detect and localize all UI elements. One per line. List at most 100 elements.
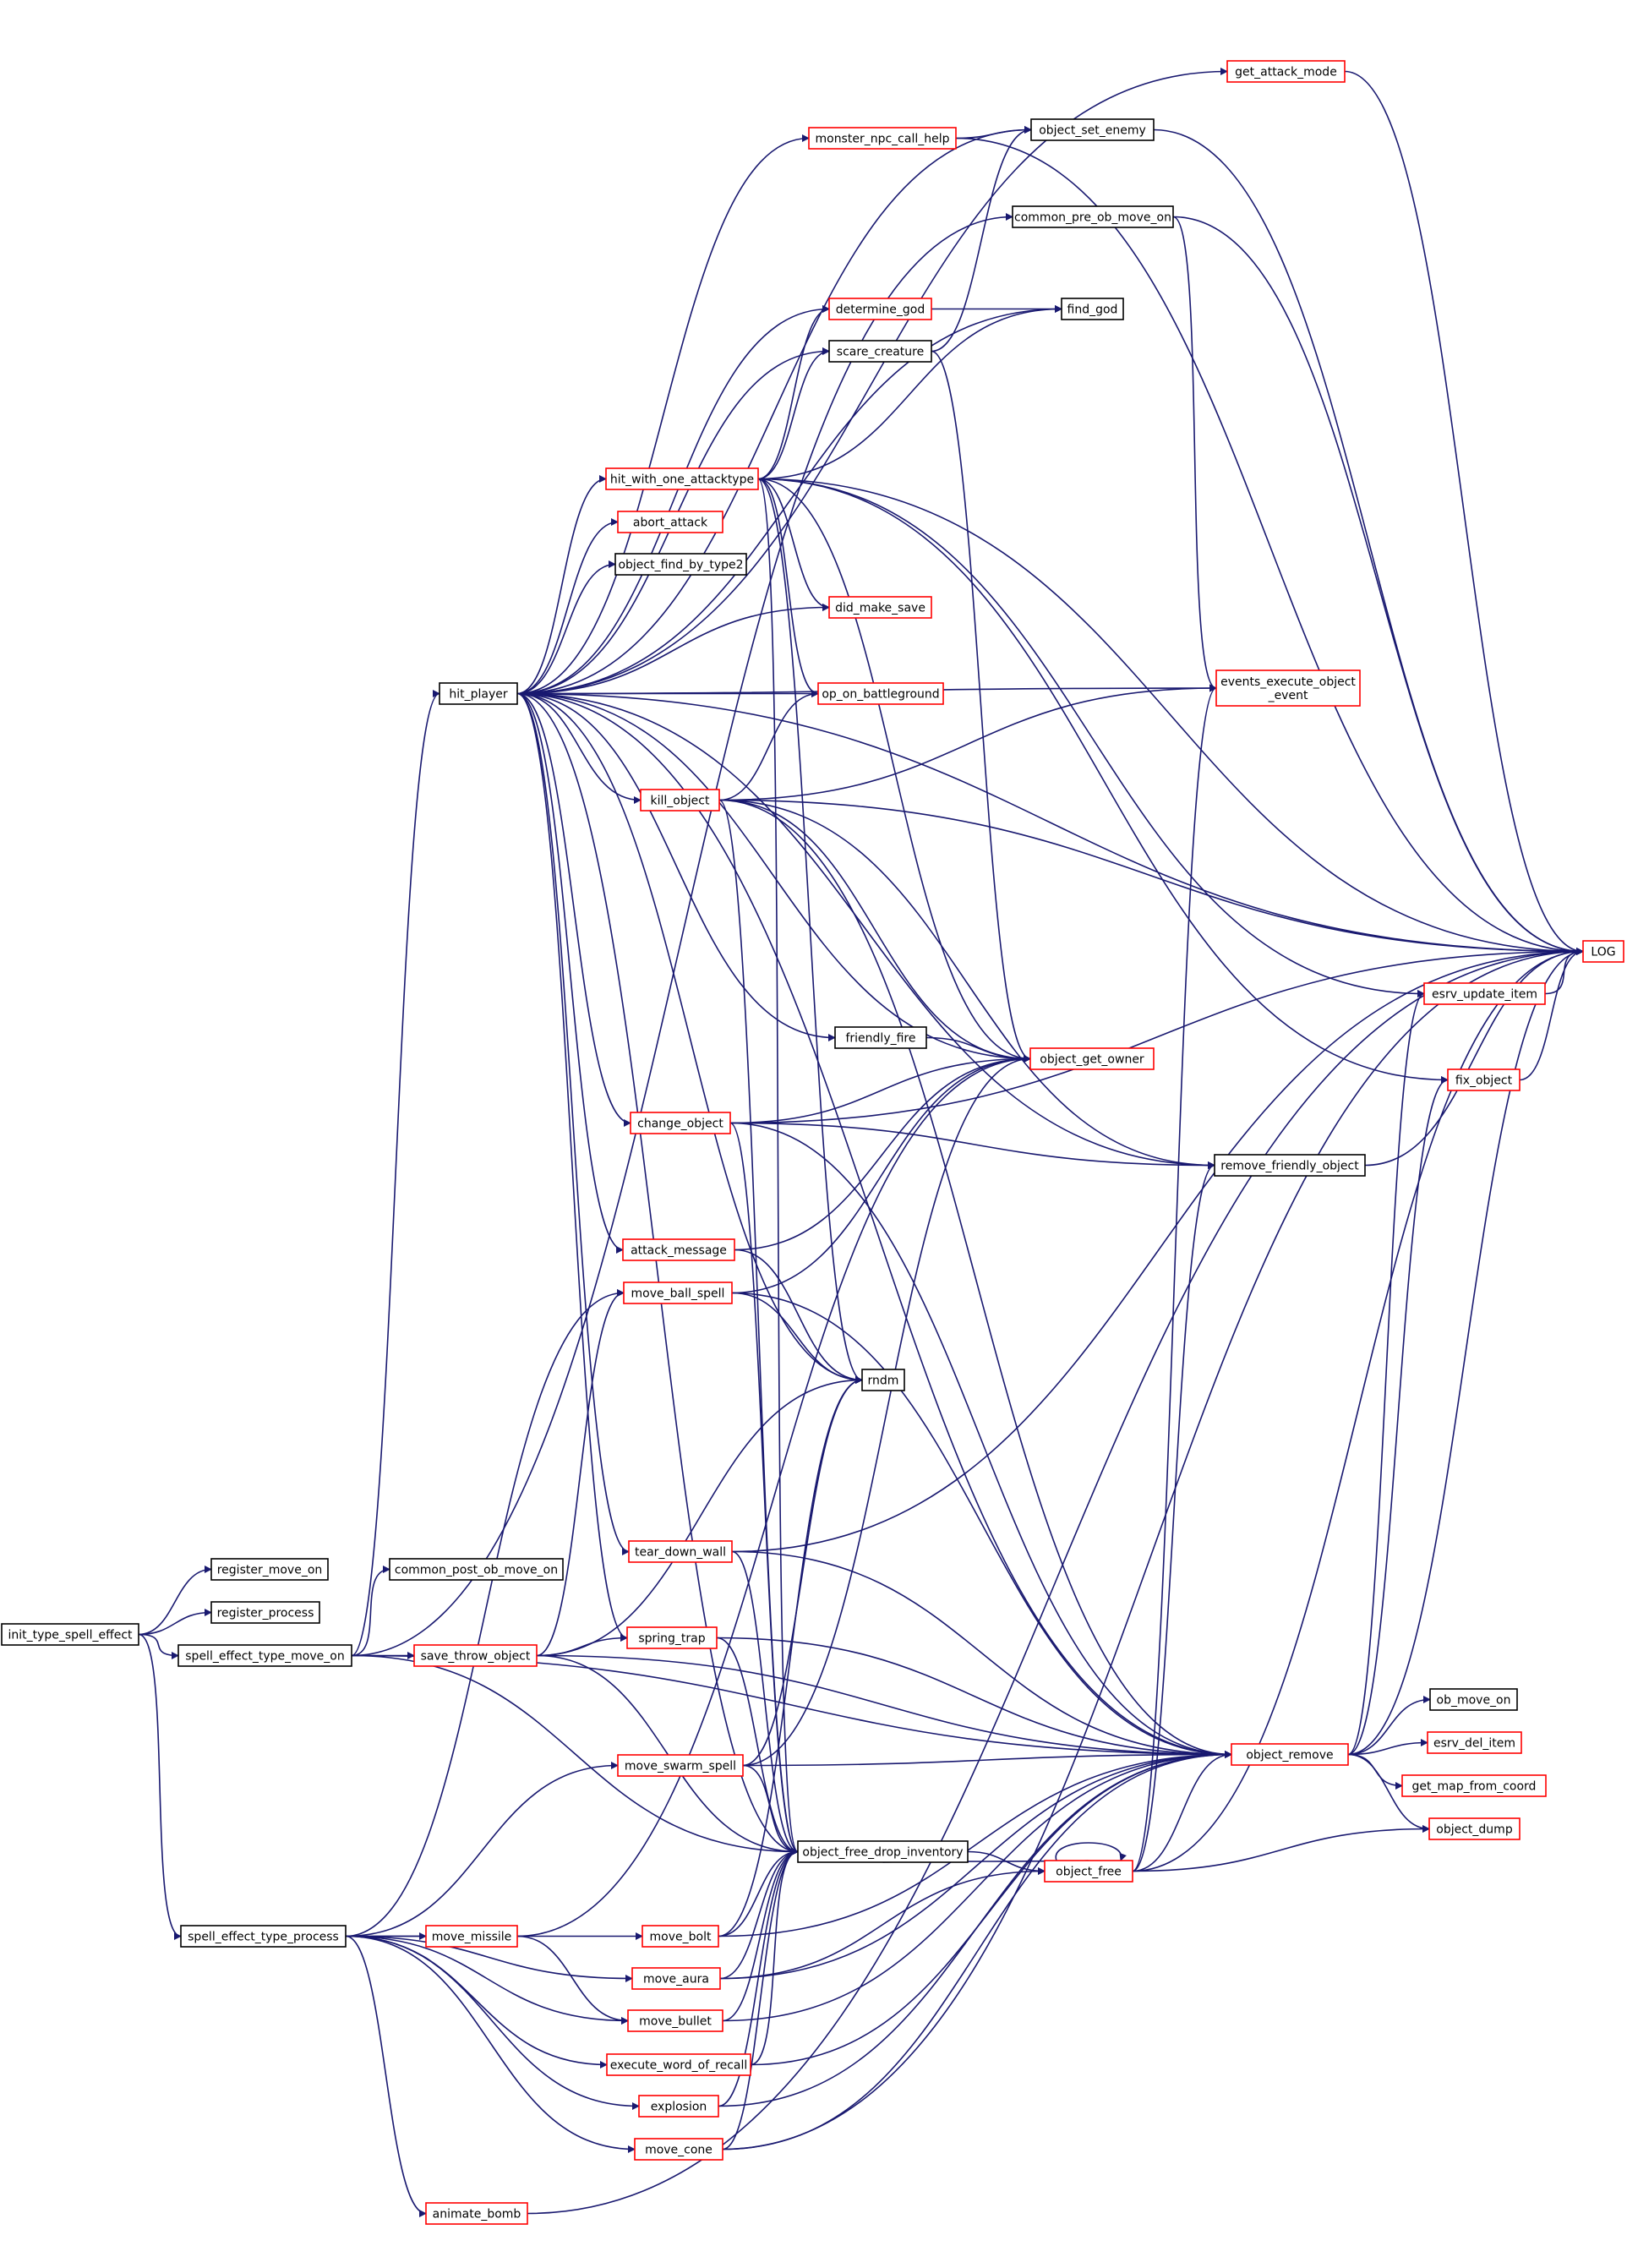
node-box-object_get_owner[interactable] (1029, 1047, 1155, 1070)
node-LOG[interactable]: LOG (1582, 940, 1624, 963)
node-box-common_pre_ob_move_on[interactable] (1012, 205, 1174, 228)
node-box-explosion[interactable] (638, 2095, 719, 2118)
node-box-rndm[interactable] (861, 1369, 905, 1391)
node-box-move_ball_spell[interactable] (623, 1282, 733, 1304)
node-get_attack_mode[interactable]: get_attack_mode (1226, 60, 1346, 83)
node-hit_with_one_attacktype[interactable]: hit_with_one_attacktype (605, 467, 759, 490)
node-box-move_missile[interactable] (425, 1925, 518, 1948)
node-box-animate_bomb[interactable] (425, 2202, 528, 2225)
node-explosion[interactable]: explosion (638, 2095, 719, 2118)
node-box-esrv_del_item[interactable] (1427, 1731, 1522, 1754)
node-ob_move_on[interactable]: ob_move_on (1429, 1688, 1518, 1711)
node-move_cone[interactable]: move_cone (634, 2138, 723, 2161)
node-box-fix_object[interactable] (1447, 1068, 1521, 1091)
node-spring_trap[interactable]: spring_trap (626, 1626, 718, 1649)
node-box-get_attack_mode[interactable] (1226, 60, 1346, 83)
node-box-change_object[interactable] (630, 1112, 731, 1134)
node-change_object[interactable]: change_object (630, 1112, 731, 1134)
node-friendly_fire[interactable]: friendly_fire (834, 1026, 927, 1049)
node-move_bolt[interactable]: move_bolt (642, 1925, 719, 1948)
node-get_map_from_coord[interactable]: get_map_from_coord (1401, 1774, 1547, 1797)
node-monster_npc_call_help[interactable]: monster_npc_call_help (808, 127, 957, 150)
node-spell_effect_type_process[interactable]: spell_effect_type_process (180, 1925, 347, 1948)
node-animate_bomb[interactable]: animate_bomb (425, 2202, 528, 2225)
node-common_post_ob_move_on[interactable]: common_post_ob_move_on (389, 1558, 564, 1581)
node-kill_object[interactable]: kill_object (640, 789, 720, 812)
node-box-common_post_ob_move_on[interactable] (389, 1558, 564, 1581)
node-box-tear_down_wall[interactable] (628, 1540, 733, 1563)
node-box-init_type_spell_effect[interactable] (1, 1623, 139, 1646)
node-esrv_update_item[interactable]: esrv_update_item (1423, 982, 1546, 1005)
node-register_move_on[interactable]: register_move_on (210, 1558, 329, 1581)
node-box-execute_word_of_recall[interactable] (606, 2053, 751, 2076)
node-esrv_del_item[interactable]: esrv_del_item (1427, 1731, 1522, 1754)
node-box-object_free_drop_inventory[interactable] (797, 1840, 969, 1863)
node-object_dump[interactable]: object_dump (1428, 1817, 1521, 1840)
node-object_find_by_type2[interactable]: object_find_by_type2 (614, 553, 747, 576)
node-tear_down_wall[interactable]: tear_down_wall (628, 1540, 733, 1563)
node-move_swarm_spell[interactable]: move_swarm_spell (617, 1754, 744, 1777)
node-box-spell_effect_type_process[interactable] (180, 1925, 347, 1948)
node-box-object_dump[interactable] (1428, 1817, 1521, 1840)
node-hit_player[interactable]: hit_player (439, 682, 518, 705)
node-box-find_god[interactable] (1061, 298, 1124, 320)
node-box-register_move_on[interactable] (210, 1558, 329, 1581)
node-save_throw_object[interactable]: save_throw_object (413, 1644, 538, 1667)
node-box-save_throw_object[interactable] (413, 1644, 538, 1667)
node-box-hit_with_one_attacktype[interactable] (605, 467, 759, 490)
node-did_make_save[interactable]: did_make_save (828, 596, 932, 619)
node-box-esrv_update_item[interactable] (1423, 982, 1546, 1005)
node-box-object_find_by_type2[interactable] (614, 553, 747, 576)
node-box-object_set_enemy[interactable] (1030, 118, 1155, 141)
node-box-move_cone[interactable] (634, 2138, 723, 2161)
node-box-object_free[interactable] (1044, 1860, 1133, 1883)
node-box-abort_attack[interactable] (617, 511, 723, 533)
node-box-LOG[interactable] (1582, 940, 1624, 963)
node-box-get_map_from_coord[interactable] (1401, 1774, 1547, 1797)
node-box-spell_effect_type_move_on[interactable] (177, 1644, 352, 1667)
node-box-move_bolt[interactable] (642, 1925, 719, 1948)
node-object_free_drop_inventory[interactable]: object_free_drop_inventory (797, 1840, 969, 1863)
node-determine_god[interactable]: determine_god (828, 298, 932, 320)
node-init_type_spell_effect[interactable]: init_type_spell_effect (1, 1623, 139, 1646)
node-rndm[interactable]: rndm (861, 1369, 905, 1391)
node-move_bullet[interactable]: move_bullet (627, 2009, 723, 2032)
node-register_process[interactable]: register_process (210, 1601, 320, 1624)
node-box-scare_creature[interactable] (828, 340, 932, 363)
node-box-op_on_battleground[interactable] (817, 682, 944, 705)
node-box-spring_trap[interactable] (626, 1626, 718, 1649)
node-box-kill_object[interactable] (640, 789, 720, 812)
node-spell_effect_type_move_on[interactable]: spell_effect_type_move_on (177, 1644, 352, 1667)
node-op_on_battleground[interactable]: op_on_battleground (817, 682, 944, 705)
node-abort_attack[interactable]: abort_attack (617, 511, 723, 533)
node-find_god[interactable]: find_god (1061, 298, 1124, 320)
node-object_set_enemy[interactable]: object_set_enemy (1030, 118, 1155, 141)
node-box-object_remove[interactable] (1231, 1743, 1349, 1766)
node-object_get_owner[interactable]: object_get_owner (1029, 1047, 1155, 1070)
node-box-friendly_fire[interactable] (834, 1026, 927, 1049)
node-events_execute_object_event[interactable]: events_execute_object_event (1215, 669, 1361, 707)
node-box-ob_move_on[interactable] (1429, 1688, 1518, 1711)
node-box-move_swarm_spell[interactable] (617, 1754, 744, 1777)
node-move_missile[interactable]: move_missile (425, 1925, 518, 1948)
node-execute_word_of_recall[interactable]: execute_word_of_recall (606, 2053, 751, 2076)
node-box-monster_npc_call_help[interactable] (808, 127, 957, 150)
node-common_pre_ob_move_on[interactable]: common_pre_ob_move_on (1012, 205, 1174, 228)
node-box-register_process[interactable] (210, 1601, 320, 1624)
node-box-did_make_save[interactable] (828, 596, 932, 619)
node-move_ball_spell[interactable]: move_ball_spell (623, 1282, 733, 1304)
node-remove_friendly_object[interactable]: remove_friendly_object (1214, 1154, 1366, 1177)
node-attack_message[interactable]: attack_message (622, 1238, 735, 1261)
node-box-events_execute_object_event[interactable] (1215, 669, 1361, 707)
node-box-remove_friendly_object[interactable] (1214, 1154, 1366, 1177)
node-move_aura[interactable]: move_aura (631, 1967, 721, 1990)
node-box-hit_player[interactable] (439, 682, 518, 705)
node-object_free[interactable]: object_free (1044, 1860, 1133, 1883)
node-object_remove[interactable]: object_remove (1231, 1743, 1349, 1766)
node-box-move_bullet[interactable] (627, 2009, 723, 2032)
node-fix_object[interactable]: fix_object (1447, 1068, 1521, 1091)
node-box-attack_message[interactable] (622, 1238, 735, 1261)
node-box-determine_god[interactable] (828, 298, 932, 320)
node-box-move_aura[interactable] (631, 1967, 721, 1990)
node-scare_creature[interactable]: scare_creature (828, 340, 932, 363)
